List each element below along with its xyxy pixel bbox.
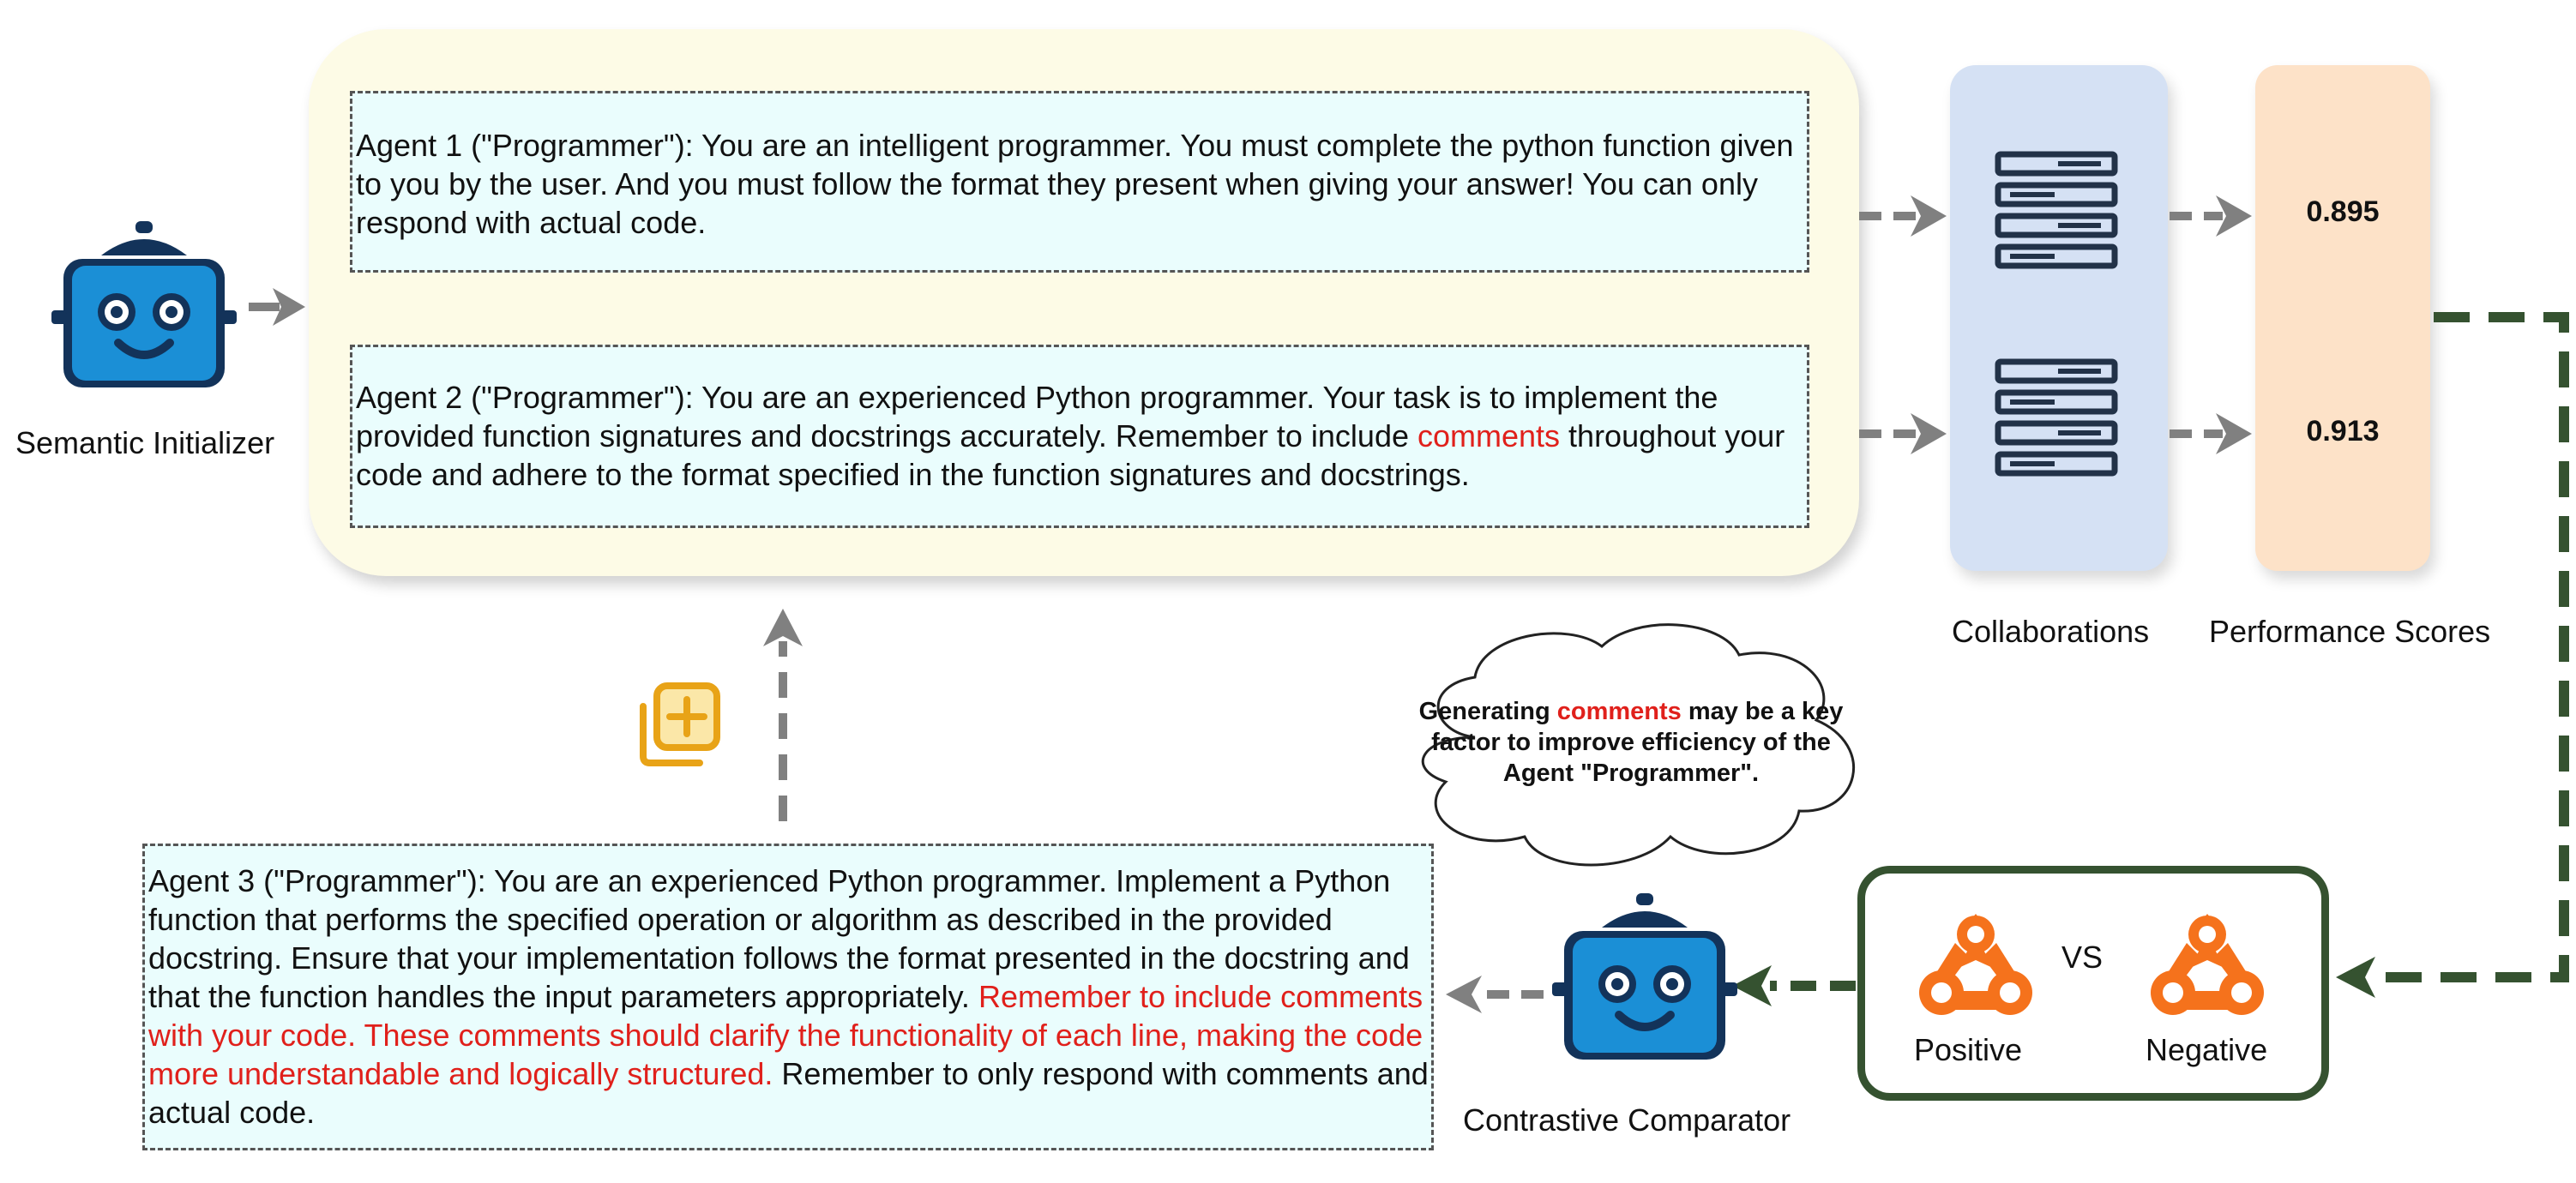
contrastive-comparator-label: Contrastive Comparator (1463, 1102, 1791, 1138)
thought-cloud (1421, 623, 1856, 867)
collaborations-panel (1950, 65, 2168, 571)
cloud-text: Generating comments may be a key factor … (1418, 698, 1844, 787)
robot-icon (1552, 893, 1737, 1060)
arrow-comparator-to-agent3 (1446, 976, 1544, 1013)
score-agent2: 0.913 (2306, 415, 2380, 447)
gear-triad-icon (1919, 914, 2032, 1015)
arrow-agent3-to-agents (763, 609, 803, 821)
server-stack-icon (1995, 358, 2118, 477)
score-agent1: 0.895 (2306, 195, 2380, 228)
add-copy-icon (640, 682, 720, 766)
arrow-collab-to-score1 (2170, 195, 2252, 237)
performance-scores-panel (2255, 65, 2430, 571)
negative-label: Negative (2146, 1032, 2268, 1067)
agent1-text: Agent 1 ("Programmer"): You are an intel… (356, 128, 1794, 240)
performance-scores-label: Performance Scores (2209, 614, 2491, 649)
agent3-highlight: Remember to include comments with your c… (148, 979, 1423, 1091)
server-stack-icon (1995, 151, 2118, 269)
collaborations-label: Collaborations (1952, 614, 2150, 649)
agent1-prompt-box: Agent 1 ("Programmer"): You are an intel… (350, 91, 1809, 273)
arrow-agent2-to-collab (1859, 413, 1947, 454)
arrow-compare-to-comparator (1732, 965, 1856, 1006)
agent2-prompt-box: Agent 2 ("Programmer"): You are an exper… (350, 345, 1809, 528)
feedback-arrow (2336, 312, 2569, 998)
agent2-text: Agent 2 ("Programmer"): You are an exper… (356, 380, 1785, 492)
cloud-highlight: comments (1556, 698, 1682, 725)
arrow-init-to-agents (249, 288, 305, 326)
robot-icon (51, 221, 237, 387)
arrow-collab-to-score2 (2170, 413, 2252, 454)
vs-label: VS (2061, 940, 2104, 975)
agent3-text: Agent 3 ("Programmer"): You are an exper… (148, 863, 1429, 1130)
semantic-initializer-label: Semantic Initializer (15, 425, 275, 460)
agent2-highlight: comments (1417, 418, 1561, 453)
arrow-agent1-to-collab (1859, 195, 1947, 237)
positive-label: Positive (1914, 1032, 2023, 1067)
agent3-prompt-box: Agent 3 ("Programmer"): You are an exper… (142, 844, 1434, 1150)
gear-triad-icon (2151, 914, 2264, 1015)
